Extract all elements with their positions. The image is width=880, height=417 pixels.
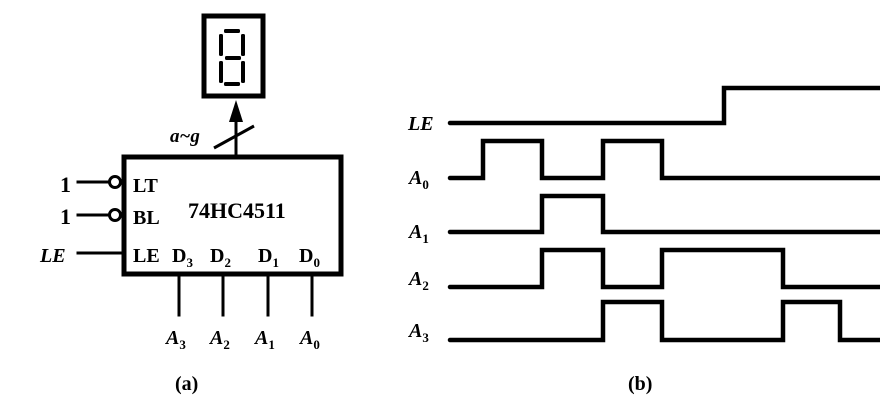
pin-d2: D2 A2 [208,245,231,352]
pin-bl-label: BL [133,207,160,229]
chip-name: 74HC4511 [188,198,286,223]
pin-d2-label: D2 [210,245,231,270]
pin-le: LE LE [39,245,160,267]
waveform-a1 [447,193,880,235]
seven-segment-display [201,13,266,99]
segment-c [241,61,245,83]
segment-e [219,61,223,83]
pin-le-label: LE [133,245,160,267]
chip-74hc4511 [121,154,344,277]
waveform-a3 [447,299,880,343]
pin-bl-input: 1 [60,204,71,229]
arrow-up-icon [229,100,243,122]
signal-label-a3: A3 [407,320,429,345]
segment-d [224,82,240,86]
segment-g [225,56,241,60]
pin-d1-label: D1 [258,245,279,270]
bus-slash-icon [213,124,255,150]
segment-f [219,34,223,56]
pin-bl: 1 BL [60,204,160,229]
inversion-bubble-icon [108,208,122,222]
pin-d3-label: D3 [172,245,193,270]
caption-b: (b) [628,373,652,395]
signal-labels: LE A0 A1 A2 A3 [407,113,434,345]
waveform-a0 [447,138,880,181]
inversion-bubble-icon [108,175,122,189]
signal-a2-label: A2 [208,327,230,352]
pin-d0: D0 A0 [298,245,320,352]
pin-d3: D3 A3 [164,245,193,352]
bus-label: a~g [170,126,200,147]
pin-d0-label: D0 [299,245,320,270]
caption-a: (a) [175,373,198,395]
figure-b-timing-diagram: LE A0 A1 A2 A3 (b) [407,85,880,395]
pin-le-input: LE [39,245,66,267]
segment-b [241,34,245,56]
signal-a0-label: A0 [298,327,320,352]
signal-label-a0: A0 [407,167,429,192]
signal-label-a2: A2 [407,268,429,293]
figure-a: a~g 74HC4511 1 LT 1 BL LE LE D3 A3 [39,13,344,395]
digit-8-icon [219,29,245,86]
segment-bus: a~g [170,100,255,157]
waveforms [447,85,880,343]
pin-d1: D1 A1 [253,245,279,352]
signal-a3-label: A3 [164,327,186,352]
waveform-a2 [447,247,880,290]
pin-lt: 1 LT [60,172,159,197]
signal-label-a1: A1 [407,221,429,246]
signal-label-le: LE [407,113,434,135]
pin-lt-label: LT [133,175,159,197]
signal-a1-label: A1 [253,327,275,352]
segment-a [224,29,240,33]
pin-lt-input: 1 [60,172,71,197]
waveform-le [447,85,880,126]
